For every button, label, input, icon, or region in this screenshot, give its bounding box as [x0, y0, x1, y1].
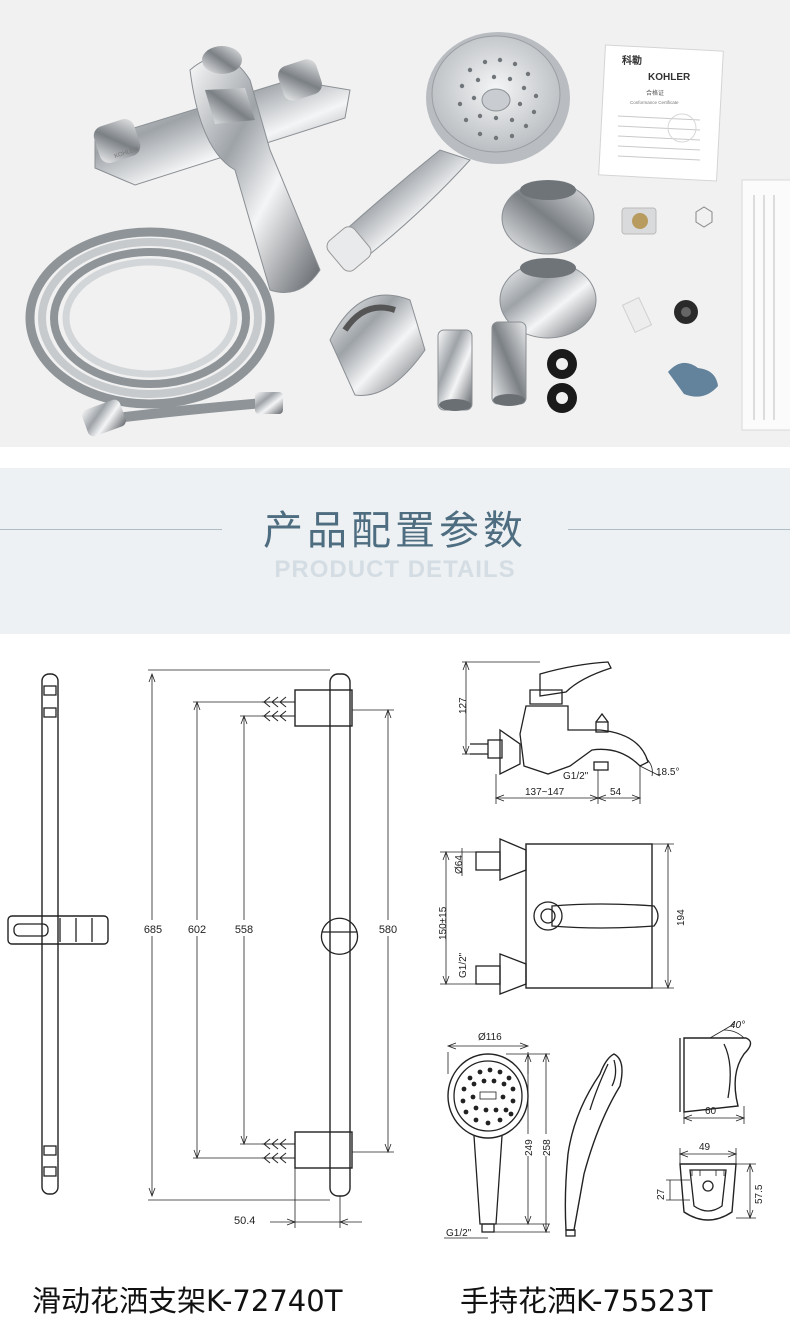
product-photo: KOHLER 科勒 KOHLER 合格证 Conformance Certifi… — [0, 0, 790, 447]
certificate-title: 合格证 — [646, 89, 664, 97]
dim-faucet-spout: 54 — [610, 787, 622, 798]
dim-rail-bracket: 602 — [188, 924, 206, 936]
certificate-brand-cn: 科勒 — [622, 54, 642, 67]
dim-holder-height: 57.5 — [754, 1184, 765, 1204]
dim-faucet-depth: 194 — [676, 909, 687, 926]
handshower-front-view — [447, 1053, 529, 1233]
section-title: 产品配置参数 — [263, 508, 527, 554]
hand-shower — [326, 32, 570, 272]
holder-side-view — [679, 1037, 752, 1113]
dim-holder-hole: 27 — [656, 1188, 667, 1200]
dim-faucet-top-thread: G1/2" — [458, 952, 469, 978]
faucet-top-view — [475, 838, 659, 995]
section-header: 产品配置参数 PRODUCT DETAILS — [0, 468, 790, 634]
shower-holder — [329, 294, 426, 396]
small-parts — [621, 206, 718, 397]
dim-faucet-reach: 137~147 — [525, 787, 565, 798]
dim-rail-total: 685 — [144, 924, 162, 936]
certificate-brand-en: KOHLER — [648, 72, 691, 83]
instruction-leaflet — [741, 179, 790, 431]
dim-holder-angle: 40° — [730, 1020, 745, 1031]
technical-drawings: 685 602 558 580 50.4 — [0, 634, 790, 1274]
shower-hose — [25, 227, 283, 437]
dim-handshower-length-b: 258 — [542, 1139, 553, 1156]
certificate-subtitle: Conformance Certificate — [630, 100, 679, 105]
dim-holder-width: 49 — [699, 1142, 711, 1153]
faucet-side-view — [470, 661, 649, 776]
dim-faucet-centers: 150±15 — [438, 906, 449, 940]
section-subtitle: PRODUCT DETAILS — [274, 556, 516, 583]
dim-faucet-height: 127 — [458, 697, 469, 714]
dim-handshower-thread: G1/2" — [446, 1228, 472, 1239]
dim-faucet-escutcheon: Ø64 — [454, 855, 465, 874]
rail-side-view — [262, 673, 359, 1197]
dim-rail-inner: 558 — [235, 924, 253, 936]
holder-side-dimensions — [682, 1023, 746, 1124]
bath-faucet: KOHLER — [93, 46, 351, 293]
wall-plugs — [262, 696, 295, 1164]
rail-front-view — [7, 673, 109, 1195]
eccentric-adapters — [437, 321, 527, 411]
dim-rail-wall: 580 — [379, 924, 397, 936]
rail-caption: 滑动花洒支架K-72740T — [32, 1284, 343, 1318]
header-rule-left — [0, 529, 222, 530]
product-photo-illustration: KOHLER 科勒 KOHLER 合格证 Conformance Certifi… — [25, 32, 790, 437]
faucet-side-dimensions — [462, 660, 661, 804]
handshower-nozzles — [460, 1067, 516, 1126]
dim-faucet-angle: 18.5° — [656, 767, 679, 778]
handshower-caption: 手持花洒K-75523T — [460, 1284, 713, 1318]
dim-handshower-length-a: 249 — [524, 1139, 535, 1156]
header-rule-right — [568, 529, 790, 530]
certificate-card: 科勒 KOHLER 合格证 Conformance Certificate — [598, 44, 724, 182]
dim-handshower-diameter: Ø116 — [478, 1032, 502, 1043]
holder-top-dimensions — [666, 1148, 756, 1220]
wall-flanges — [499, 180, 597, 339]
handshower-side-view — [564, 1053, 623, 1237]
holder-top-view — [679, 1163, 737, 1221]
dim-faucet-thread: G1/2" — [563, 771, 589, 782]
rubber-washers — [547, 349, 577, 413]
technical-drawings-svg: 685 602 558 580 50.4 — [7, 660, 765, 1239]
dim-holder-depth: 60 — [705, 1106, 717, 1117]
spray-nozzles — [457, 57, 539, 141]
dim-rail-projection: 50.4 — [234, 1215, 255, 1227]
faucet-top-dimensions — [440, 842, 674, 990]
